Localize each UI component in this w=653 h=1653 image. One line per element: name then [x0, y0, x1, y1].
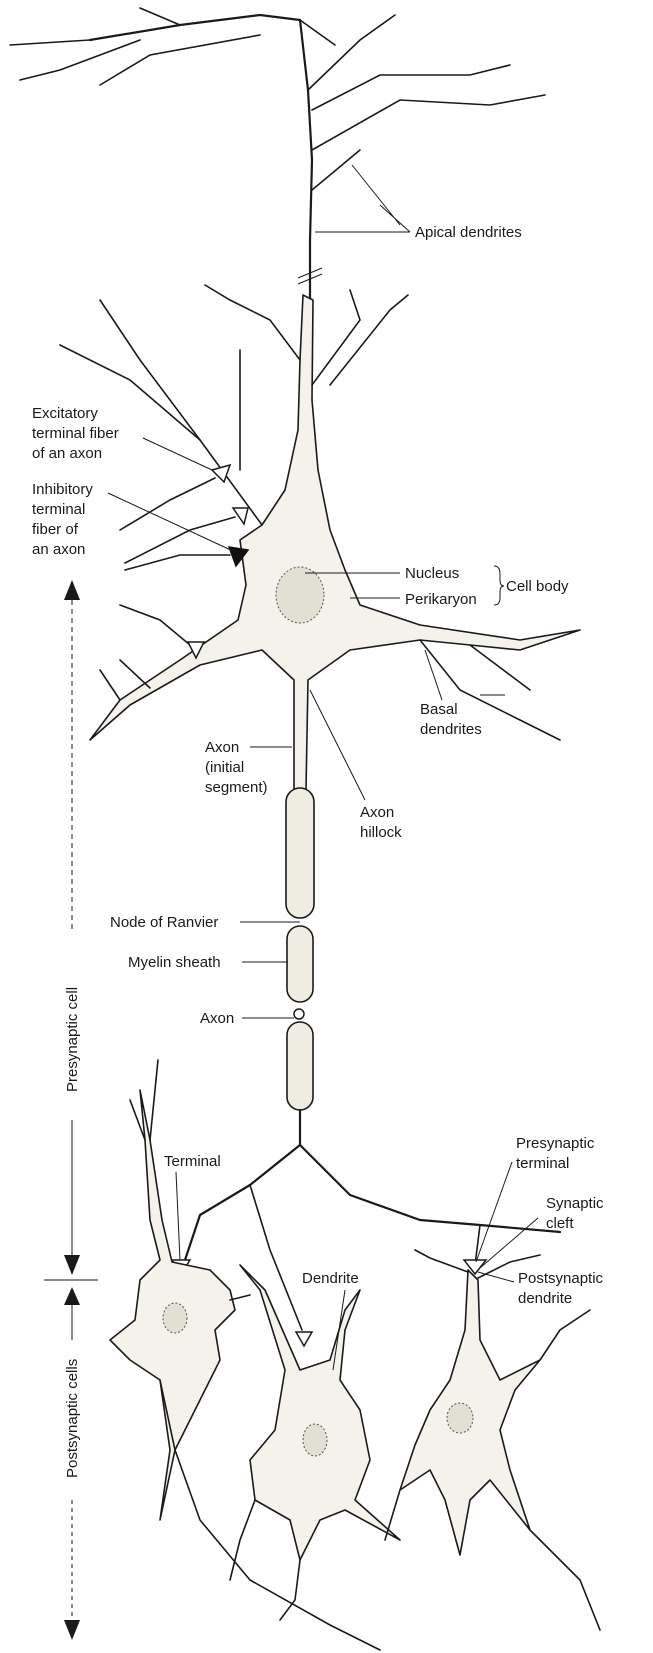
axon: [185, 788, 560, 1330]
pyramidal-cell-body: [60, 285, 580, 790]
label-node-of-ranvier: Node of Ranvier: [110, 914, 218, 931]
label-presynaptic-cell: Presynaptic cell: [64, 987, 81, 1092]
leader-lines: [108, 165, 538, 1370]
label-synaptic-cleft-1: Synaptic: [546, 1195, 604, 1212]
label-cell-body: Cell body: [506, 578, 569, 595]
label-axon-initial-2: (initial: [205, 759, 244, 776]
label-inhibitory-1: Inhibitory: [32, 481, 93, 498]
label-axon-initial-3: segment): [205, 779, 268, 796]
label-synaptic-cleft-2: cleft: [546, 1215, 574, 1232]
label-basal-2: dendrites: [420, 721, 482, 738]
label-axon-hillock-2: hillock: [360, 824, 402, 841]
label-dendrite: Dendrite: [302, 1270, 359, 1287]
myelin-segment-2: [287, 926, 313, 1002]
label-presynaptic-terminal-1: Presynaptic: [516, 1135, 595, 1152]
postsynaptic-cell-right: [385, 1250, 600, 1630]
postsynaptic-cell-middle: [230, 1265, 400, 1620]
label-myelin-sheath: Myelin sheath: [128, 954, 221, 971]
label-perikaryon: Perikaryon: [405, 591, 477, 608]
label-nucleus: Nucleus: [405, 565, 459, 582]
label-postsynaptic-cells: Postsynaptic cells: [64, 1359, 81, 1478]
label-excitatory-1: Excitatory: [32, 405, 98, 422]
label-excitatory-3: of an axon: [32, 445, 102, 462]
label-basal-1: Basal: [420, 701, 458, 718]
label-terminal: Terminal: [164, 1153, 221, 1170]
label-inhibitory-3: fiber of: [32, 521, 79, 538]
myelin-segment-3: [287, 1022, 313, 1110]
label-postsynaptic-dendrite-2: dendrite: [518, 1290, 572, 1307]
label-presynaptic-terminal-2: terminal: [516, 1155, 569, 1172]
label-inhibitory-2: terminal: [32, 501, 85, 518]
label-postsynaptic-dendrite-1: Postsynaptic: [518, 1270, 604, 1287]
nucleus-shape: [276, 567, 324, 623]
labels: Apical dendrites Excitatory terminal fib…: [32, 224, 604, 1478]
apical-dendrite-tree: [10, 8, 545, 300]
label-axon-hillock-1: Axon: [360, 804, 394, 821]
myelin-segment-1: [286, 788, 314, 918]
label-apical-dendrites: Apical dendrites: [415, 224, 522, 241]
presynaptic-arrow: [44, 580, 98, 1280]
label-axon: Axon: [200, 1010, 234, 1027]
label-excitatory-2: terminal fiber: [32, 425, 119, 442]
label-axon-initial-1: Axon: [205, 739, 239, 756]
excitatory-terminal: [212, 465, 230, 482]
label-inhibitory-4: an axon: [32, 541, 85, 558]
